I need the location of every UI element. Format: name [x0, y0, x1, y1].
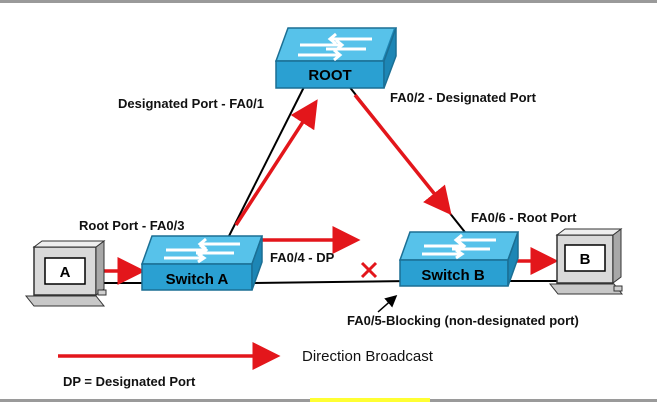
root-switch-label: ROOT [308, 67, 351, 84]
label-dp-fa0-4: FA0/4 - DP [270, 250, 335, 265]
legend-dp-definition: DP = Designated Port [63, 374, 196, 389]
switch-root: ROOT [274, 27, 398, 89]
host-b-computer-icon: B [548, 228, 624, 295]
host-a-computer-icon: A [24, 240, 107, 307]
label-designated-port-fa0-2: FA0/2 - Designated Port [390, 90, 537, 105]
pointer-blocking-port [377, 295, 398, 313]
legend: Direction Broadcast DP = Designated Port [58, 342, 434, 389]
host-a-label: A [60, 264, 71, 281]
switch-a: Switch A [140, 235, 264, 291]
blocking-cross-icon [360, 261, 378, 279]
label-root-port-fa0-6: FA0/6 - Root Port [471, 210, 577, 225]
top-border [0, 0, 657, 3]
switch-a-label: Switch A [166, 271, 229, 288]
switch-b-label: Switch B [421, 267, 485, 284]
legend-direction-broadcast: Direction Broadcast [302, 348, 434, 365]
highlight-mark [310, 398, 430, 402]
arrow-root-to-switch-b [353, 93, 452, 216]
host-b-label: B [580, 251, 591, 268]
switch-b: Switch B [398, 231, 520, 287]
arrow-switch-a-to-root [234, 99, 318, 226]
switch-arrows-icon [164, 237, 240, 264]
switch-arrows-icon [422, 233, 496, 260]
label-designated-port-fa0-1: Designated Port - FA0/1 [118, 96, 264, 111]
link-switch-a-switch-b [249, 280, 413, 284]
switch-arrows-icon [298, 32, 372, 62]
label-root-port-fa0-3: Root Port - FA0/3 [79, 218, 184, 233]
label-blocking-fa0-5: FA0/5-Blocking (non-designated port) [347, 313, 579, 328]
